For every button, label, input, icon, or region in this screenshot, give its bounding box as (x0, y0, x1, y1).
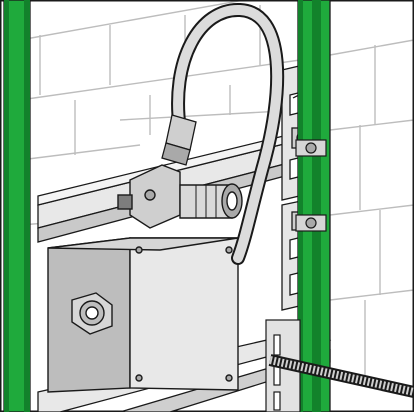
housing-box (47, 237, 239, 393)
anchor-bolt-lower (295, 214, 327, 232)
box-screw-1 (135, 246, 143, 254)
flexible-hose (171, 3, 285, 265)
corrugated-conduit (268, 354, 414, 398)
left-frame-post (3, 0, 31, 412)
brick-wall (19, 0, 414, 380)
pipe-fitting (117, 164, 243, 229)
right-frame-post (297, 0, 331, 412)
hex-nut-fitting (71, 292, 113, 335)
box-screw-2 (225, 246, 233, 254)
hose-coupling (161, 114, 197, 166)
box-screw-3 (225, 374, 233, 382)
box-screw-4 (135, 374, 143, 382)
anchor-bolt-upper (295, 139, 327, 157)
